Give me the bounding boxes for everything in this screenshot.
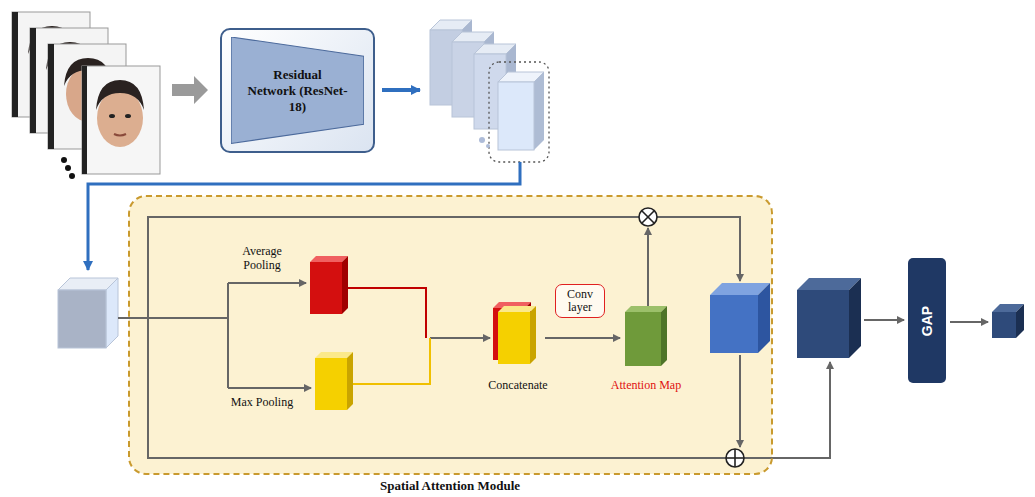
node-title: Conv layer [558, 288, 602, 314]
multiply-symbol [639, 208, 657, 226]
module-lines [118, 217, 988, 458]
feature-map-stack [430, 20, 549, 162]
operation-label: Concatenate [468, 378, 568, 392]
node-title: Residual Network (ResNet-18) [248, 67, 348, 115]
gap-box: GAP [908, 258, 946, 383]
max-branch-line [353, 338, 430, 384]
avg-branch-line [348, 288, 426, 338]
avg-pooled-map [310, 256, 348, 314]
concatenated-map [493, 302, 536, 364]
backbone-box: Residual Network (ResNet-18) [220, 28, 375, 153]
network-shape [231, 37, 364, 143]
output-feature-cube [797, 278, 861, 358]
pooled-vector-cube [992, 304, 1024, 338]
operation-label: Max Pooling [230, 395, 294, 409]
map-label: Attention Map [596, 378, 696, 392]
flow-arrow [382, 88, 420, 92]
attention-map [625, 306, 667, 366]
refined-feature-cube [710, 283, 770, 353]
node-title: Spatial Attention Module [380, 478, 520, 493]
operation-label: Average Pooling [230, 244, 294, 272]
module-ground [129, 196, 772, 474]
node-title: GAP [919, 305, 935, 335]
add-symbol [726, 449, 744, 467]
conv-layer-box: Conv layer [555, 284, 605, 318]
input-feature-cube [58, 278, 118, 348]
face-frames [12, 12, 160, 179]
input-arrow [172, 76, 208, 104]
attention-module-region: Spatial Attention ModuleConv layer [128, 195, 773, 475]
max-pooled-map [315, 352, 353, 410]
